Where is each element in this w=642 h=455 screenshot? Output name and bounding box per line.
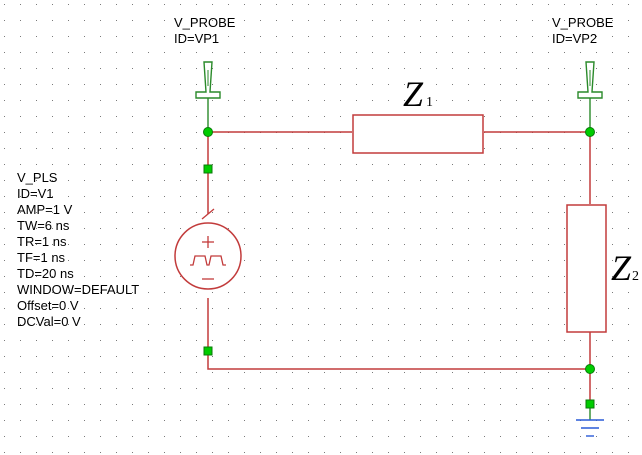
wire-bottom[interactable]	[207, 351, 590, 370]
source-param: WINDOW=DEFAULT	[17, 282, 139, 297]
pin-source-bottom[interactable]	[203, 346, 213, 356]
grid-dots	[4, 4, 629, 453]
source-param: TW=6 ns	[17, 218, 70, 233]
source-param: ID=V1	[17, 186, 54, 201]
probe2-id-label: ID=VP2	[552, 31, 597, 46]
impedance-z1[interactable]	[352, 114, 484, 154]
z2-subscript: 2	[632, 269, 639, 284]
pulse-source-icon[interactable]	[174, 208, 242, 290]
probe1-id-label: ID=VP1	[174, 31, 219, 46]
source-param: DCVal=0 V	[17, 314, 81, 329]
wires	[207, 131, 591, 404]
probe2-type-label: V_PROBE	[552, 15, 614, 30]
impedance-z2[interactable]	[566, 204, 607, 333]
z1-subscript: 1	[426, 95, 433, 110]
node-bottom-right[interactable]	[585, 364, 595, 374]
node-top-left[interactable]	[203, 127, 213, 137]
z1-letter: Z	[403, 74, 424, 114]
source-param: Offset=0 V	[17, 298, 79, 313]
voltage-probe-icon	[577, 61, 603, 132]
z2-letter: Z	[611, 248, 632, 288]
pin-ground[interactable]	[585, 399, 595, 409]
probe-vp1[interactable]	[195, 61, 221, 132]
pin-source-top[interactable]	[203, 164, 213, 174]
source-param: TR=1 ns	[17, 234, 67, 249]
voltage-probe-icon	[195, 61, 221, 132]
probe1-type-label: V_PROBE	[174, 15, 236, 30]
source-param: AMP=1 V	[17, 202, 73, 217]
probe-vp2[interactable]	[577, 61, 603, 132]
ground-icon[interactable]	[576, 404, 604, 437]
source-param: TF=1 ns	[17, 250, 66, 265]
node-top-right[interactable]	[585, 127, 595, 137]
source-param: TD=20 ns	[17, 266, 74, 281]
source-type-label: V_PLS	[17, 170, 58, 185]
